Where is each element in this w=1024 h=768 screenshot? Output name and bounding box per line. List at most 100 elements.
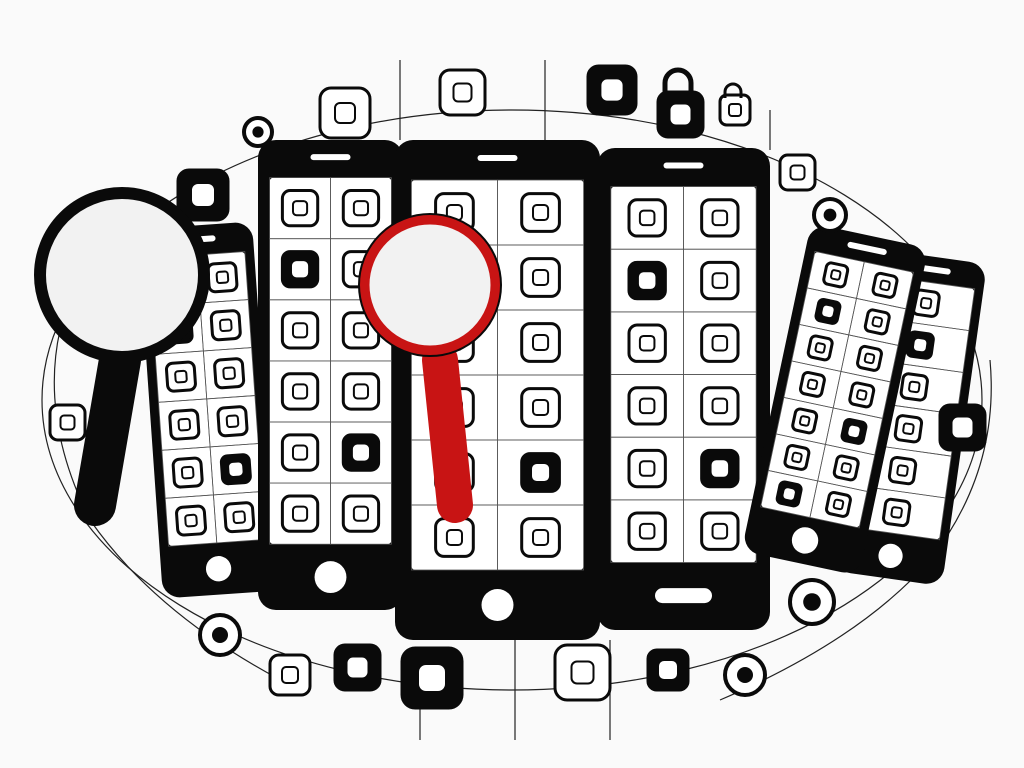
app-glyph-icon — [856, 389, 868, 401]
magnifier-lens — [34, 187, 210, 363]
app-icon — [825, 490, 852, 518]
app-icon — [887, 455, 918, 486]
app-icon — [164, 360, 197, 393]
app-glyph-icon — [532, 333, 550, 352]
app-icon — [434, 517, 475, 558]
app-glyph-icon — [863, 352, 876, 365]
floating-icons — [48, 64, 987, 710]
red-magnifier-lens — [358, 213, 502, 357]
app-icon — [280, 494, 320, 533]
app-icon — [627, 323, 667, 363]
app-icon — [206, 261, 239, 294]
app-icon — [783, 444, 811, 471]
app-icon — [627, 448, 667, 489]
app-glyph-icon — [789, 164, 806, 181]
app-glyph-icon — [908, 380, 921, 394]
app-glyph-icon — [59, 414, 76, 431]
app-glyph-icon — [919, 297, 933, 310]
app-glyph-icon — [879, 279, 891, 292]
app-glyph-icon — [352, 383, 370, 400]
app-glyph-icon — [419, 665, 445, 691]
magnifiers — [34, 187, 502, 526]
background-oval — [41, 109, 983, 691]
app-icon — [700, 323, 740, 363]
app-icon — [700, 260, 740, 301]
app-glyph-icon — [638, 397, 656, 415]
app-glyph-icon — [192, 184, 214, 206]
app-glyph-icon — [806, 378, 819, 391]
app-icon — [700, 386, 740, 426]
app-icon — [438, 68, 487, 117]
app-glyph-icon — [890, 506, 903, 519]
app-icon — [832, 454, 860, 482]
app-glyph-icon — [281, 666, 299, 684]
app-icon — [871, 271, 899, 299]
app-icon — [213, 357, 246, 390]
app-glyph-icon — [219, 318, 233, 333]
app-glyph-icon — [871, 316, 883, 328]
app-glyph-icon — [711, 522, 729, 540]
app-glyph-icon — [783, 488, 795, 500]
app-icon — [520, 257, 561, 298]
app-icon — [168, 408, 201, 441]
app-icon — [893, 414, 924, 444]
app-icon — [718, 93, 752, 127]
red-magnifier-rim — [358, 213, 502, 357]
app-glyph-icon — [222, 366, 236, 381]
app-icon — [520, 387, 561, 428]
round-icon-dot — [803, 593, 821, 611]
round-icon-dot — [737, 667, 753, 683]
app-glyph-icon — [638, 334, 656, 352]
home-button — [205, 556, 232, 582]
app-glyph-icon — [334, 102, 356, 124]
lock-icon — [723, 82, 743, 98]
app-glyph-icon — [184, 513, 198, 528]
app-icon — [863, 308, 891, 336]
app-icon — [798, 370, 826, 398]
app-glyph-icon — [532, 528, 550, 547]
app-glyph-icon — [822, 305, 834, 318]
app-glyph-icon — [711, 397, 729, 415]
phones — [138, 140, 985, 640]
app-glyph-icon — [896, 464, 909, 477]
app-icon — [899, 372, 929, 402]
app-glyph-icon — [225, 414, 240, 429]
app-glyph-icon — [232, 510, 246, 524]
phone-speaker — [310, 154, 351, 161]
app-glyph-icon — [532, 203, 550, 222]
app-icon — [848, 381, 876, 409]
app-icon — [520, 192, 561, 233]
app-glyph-icon — [291, 200, 309, 217]
app-glyph-icon — [352, 200, 370, 217]
app-glyph-icon — [829, 269, 842, 281]
app-icon — [280, 188, 320, 228]
home-button — [791, 527, 819, 554]
app-icon — [553, 643, 612, 702]
app-icon — [627, 198, 667, 238]
app-glyph-icon — [711, 272, 729, 289]
app-icon — [520, 322, 561, 363]
app-icon — [627, 511, 667, 551]
phone-speaker — [663, 162, 704, 169]
app-icon — [318, 86, 372, 140]
app-glyph-icon — [638, 272, 656, 289]
app-icon — [627, 386, 667, 426]
app-icon — [700, 511, 740, 551]
app-icon — [175, 504, 207, 537]
app-icon — [223, 501, 256, 534]
app-glyph-icon — [347, 657, 368, 678]
home-button — [314, 561, 347, 594]
app-glyph-icon — [229, 462, 243, 476]
magnifier-handle — [74, 339, 141, 526]
app-icon — [216, 405, 249, 438]
app-icon — [280, 433, 320, 472]
app-icon — [341, 372, 381, 411]
screen-grid-cell — [330, 482, 392, 545]
app-icon — [882, 497, 912, 528]
app-glyph-icon — [452, 82, 473, 103]
app-glyph-icon — [215, 270, 230, 285]
app-icon — [280, 372, 320, 411]
app-glyph-icon — [638, 522, 656, 540]
app-icon — [209, 309, 242, 342]
